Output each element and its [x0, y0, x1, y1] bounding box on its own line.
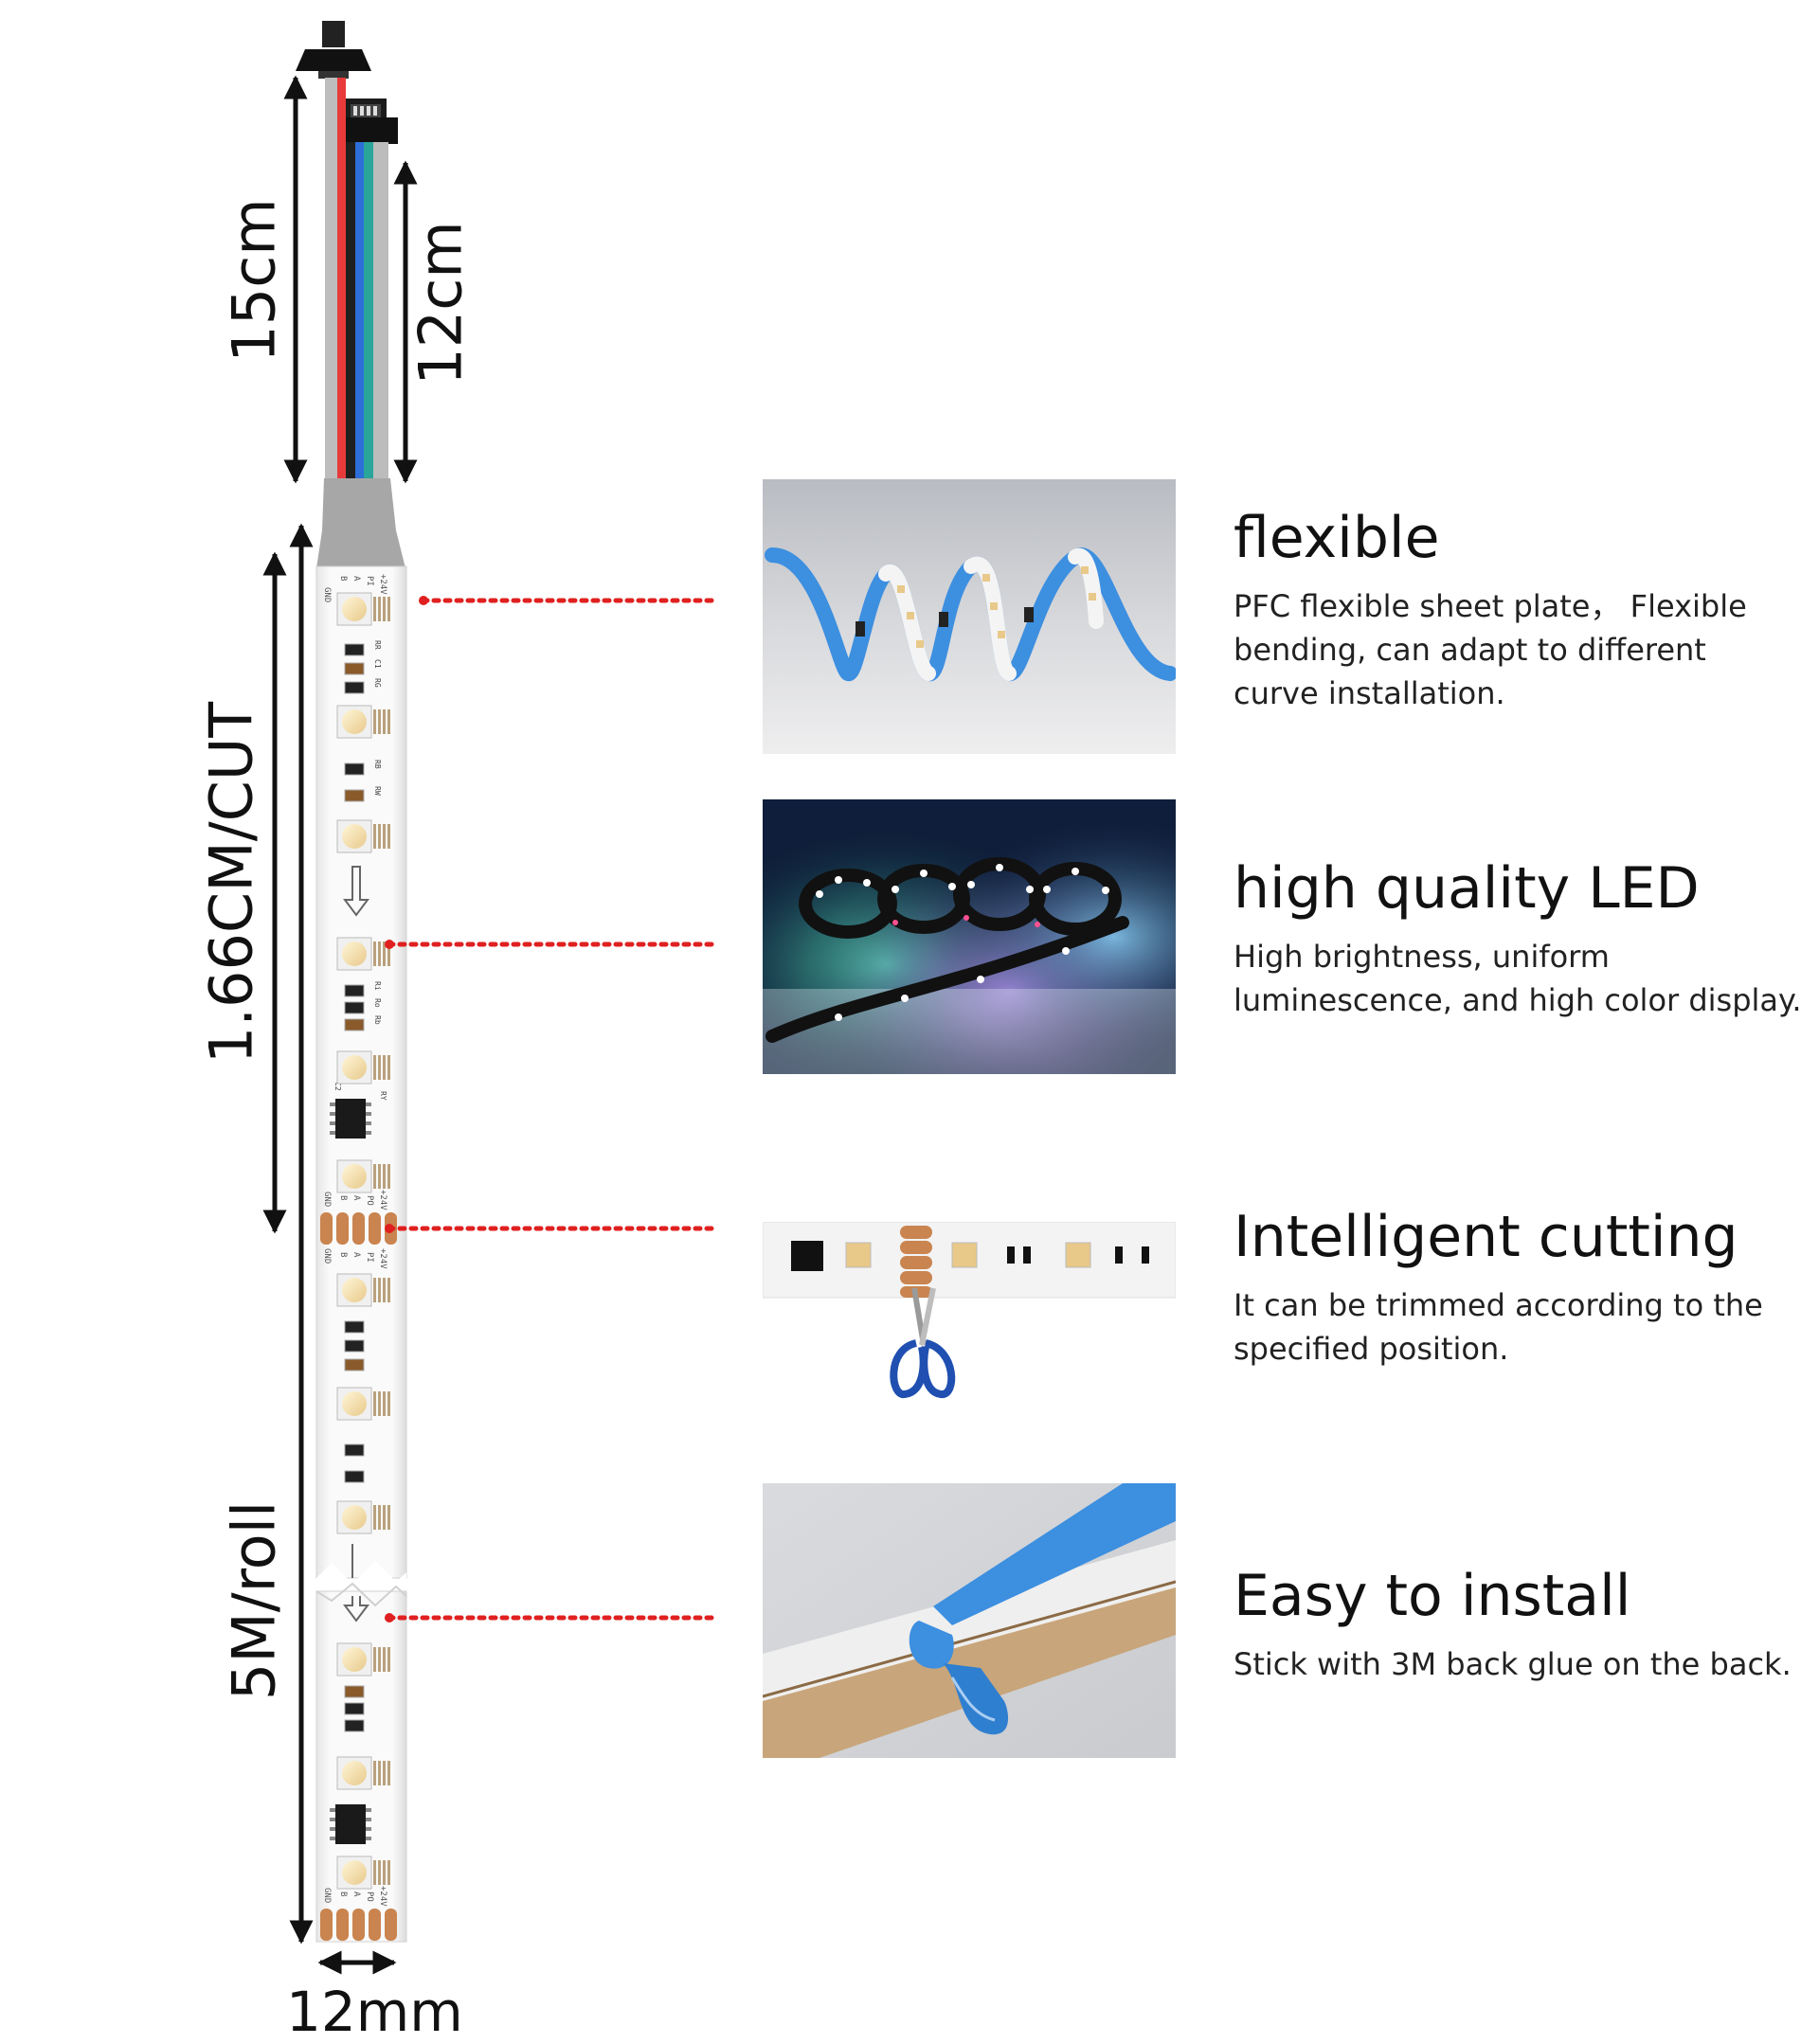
svg-text:C2: C2	[333, 1082, 342, 1091]
feature-title: Intelligent cutting	[1234, 1204, 1738, 1270]
led-chip	[336, 1856, 390, 1890]
svg-text:A: A	[351, 1195, 361, 1201]
led-chip	[336, 1756, 390, 1790]
svg-text:B: B	[338, 1195, 348, 1200]
svg-text:Ri: Ri	[373, 981, 382, 991]
label-strip-width: 12mm	[286, 1980, 463, 2044]
resistor	[344, 1339, 365, 1353]
feature-title: flexible	[1234, 505, 1440, 571]
svg-text:RR: RR	[373, 640, 382, 650]
ic-chip-1	[330, 1099, 371, 1139]
label-roll-length: 5M/roll	[219, 1500, 289, 1701]
resistor	[344, 1001, 365, 1014]
data-direction-arrow-1	[343, 866, 369, 917]
svg-text:GND: GND	[322, 1192, 332, 1207]
resistor	[344, 1702, 365, 1715]
pointer-lines	[386, 598, 715, 1621]
label-cut-length: 1.66CM/CUT	[196, 701, 266, 1065]
svg-text:B: B	[338, 576, 348, 581]
pcb-pin-labels-mid: GND B A PO +24V GND B A PI +24V	[322, 1190, 387, 1269]
feature-description: It can be trimmed according to the speci…	[1234, 1287, 1763, 1367]
end-cap	[316, 478, 405, 568]
svg-text:PI: PI	[365, 576, 374, 586]
photo-easy-install	[763, 1483, 1176, 1758]
led-chip	[336, 1273, 390, 1307]
led-chip	[336, 1387, 390, 1421]
photo-cutting-strip	[763, 1222, 1176, 1402]
svg-text:RW: RW	[373, 786, 382, 796]
led-chip	[336, 1642, 390, 1676]
resistor	[344, 681, 365, 694]
feature-description: Stick with 3M back glue on the back.	[1234, 1646, 1792, 1682]
label-15cm: 15cm	[219, 198, 289, 363]
resistor	[344, 1685, 365, 1698]
led-chip	[336, 1500, 390, 1534]
feature-description: High brightness, uniform luminescence, a…	[1234, 939, 1802, 1018]
svg-text:A: A	[351, 1252, 361, 1258]
svg-text:RY: RY	[379, 1091, 387, 1101]
feature-flexible: flexible PFC flexible sheet plate， Flexi…	[1234, 507, 1811, 715]
data-direction-arrow-2	[343, 1544, 369, 1623]
strip-break	[316, 1561, 406, 1591]
resistor	[344, 1018, 365, 1031]
svg-text:B: B	[338, 1892, 348, 1896]
resistor	[344, 643, 365, 656]
connector-plug-top	[296, 21, 371, 79]
svg-text:GND: GND	[322, 1248, 332, 1264]
copper-pads-bottom	[320, 1909, 397, 1941]
svg-text:C1: C1	[373, 659, 382, 669]
feature-easy-install: Easy to install Stick with 3M back glue …	[1234, 1565, 1811, 1686]
photo-glowing-led	[763, 799, 1176, 1074]
led-chip	[336, 1159, 390, 1193]
svg-text:RG: RG	[373, 678, 382, 688]
svg-text:PO: PO	[365, 1892, 374, 1902]
resistor	[344, 1443, 365, 1457]
pcb-pin-labels-bottom: GND B A PO +24V	[322, 1886, 387, 1907]
svg-text:+24V: +24V	[378, 1248, 387, 1269]
svg-text:B: B	[338, 1252, 348, 1257]
svg-text:GND: GND	[322, 587, 332, 602]
label-12cm: 12cm	[405, 221, 476, 385]
svg-text:+24V: +24V	[378, 1190, 387, 1210]
led-chip	[336, 819, 390, 853]
feature-led-quality: high quality LED High brightness, unifor…	[1234, 857, 1811, 1022]
pcb-resistor-labels: RR C1 RG RB RW Ri Ro Rb C2 RY	[333, 640, 387, 1101]
svg-text:Rb: Rb	[373, 1015, 382, 1025]
resistor	[344, 789, 365, 802]
led-chip	[336, 705, 390, 739]
resistors	[344, 643, 365, 1732]
resistor	[344, 762, 365, 776]
svg-text:RB: RB	[373, 760, 382, 769]
resistor	[344, 984, 365, 997]
svg-text:A: A	[351, 1892, 361, 1897]
svg-text:+24V: +24V	[378, 1886, 387, 1907]
resistor	[344, 1470, 365, 1483]
ic-chip-2	[330, 1804, 371, 1844]
feature-intelligent-cutting: Intelligent cutting It can be trimmed ac…	[1234, 1206, 1811, 1371]
svg-text:A: A	[351, 576, 361, 582]
resistor	[344, 662, 365, 675]
scissors-icon	[890, 1287, 956, 1398]
resistor	[344, 1358, 365, 1372]
pcb-pin-labels-top: GND B A PI +24V	[322, 574, 387, 602]
resistor	[344, 1719, 365, 1732]
feature-title: Easy to install	[1234, 1563, 1631, 1629]
resistor	[344, 1320, 365, 1334]
led-chips	[336, 592, 390, 1890]
svg-text:+24V: +24V	[378, 574, 387, 595]
pointer-dots	[385, 596, 428, 1623]
svg-text:PI: PI	[365, 1252, 374, 1263]
feature-description: PFC flexible sheet plate， Flexible bendi…	[1234, 588, 1747, 711]
svg-text:Ro: Ro	[373, 998, 382, 1008]
feature-title: high quality LED	[1234, 855, 1700, 922]
led-chip	[336, 1050, 390, 1085]
svg-text:PO: PO	[365, 1195, 374, 1206]
lead-wires	[325, 78, 388, 485]
led-chip	[336, 937, 390, 971]
led-chip	[336, 592, 390, 626]
svg-text:GND: GND	[322, 1888, 332, 1903]
photo-flexible-strip	[763, 479, 1176, 754]
